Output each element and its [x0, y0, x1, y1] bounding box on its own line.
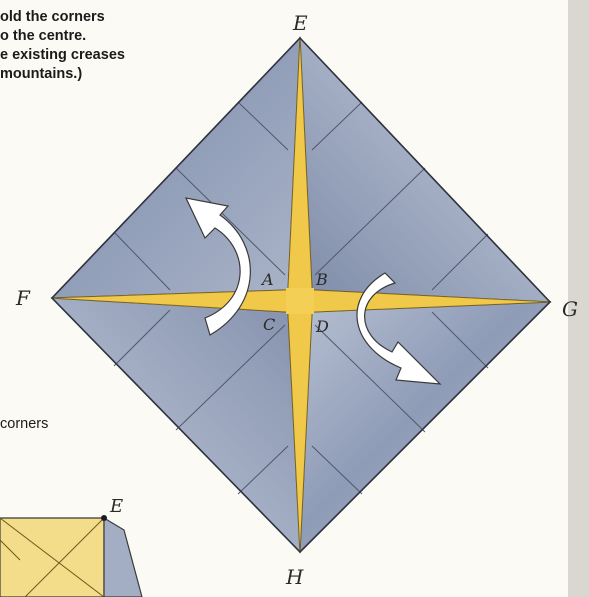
preview-corner-dot: [101, 515, 107, 521]
centre-square: [286, 288, 314, 314]
preview-corner-label: E: [109, 496, 123, 517]
next-step-preview: E: [0, 496, 142, 597]
corner-label-top: E: [292, 11, 308, 35]
corner-label-right: G: [562, 297, 578, 321]
corner-label-left: F: [15, 286, 31, 310]
centre-label-b: B: [315, 270, 328, 289]
centre-label-c: C: [263, 315, 275, 334]
centre-label-a: A: [260, 270, 274, 289]
preview-blue-flap: [104, 518, 142, 597]
corner-label-bottom: H: [285, 565, 304, 589]
centre-label-d: D: [315, 317, 329, 336]
